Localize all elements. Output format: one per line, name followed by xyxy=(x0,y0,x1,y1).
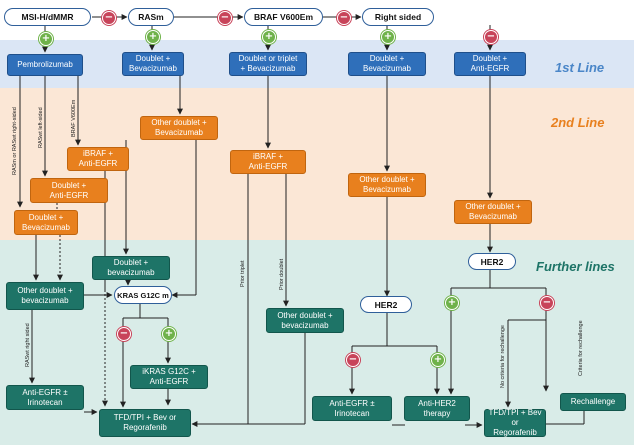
edge-label-raswt-right: RASwt right sided xyxy=(25,323,31,367)
her2-mid-node: HER2 xyxy=(360,296,412,313)
plus-sign: + xyxy=(431,353,445,367)
rasm-node: RASm xyxy=(128,8,174,26)
edge-label-no-criteria: No criteria for rechallenge xyxy=(500,325,506,388)
pembrolizumab-node: Pembrolizumab xyxy=(7,54,83,76)
plus-sign: + xyxy=(39,32,53,46)
tfd-tpi-left-node: TFD/TPI + Bev or Regorafenib xyxy=(99,409,191,437)
braf-v600em-node: BRAF V600Em xyxy=(244,8,323,26)
minus-sign: − xyxy=(346,353,360,367)
anti-egfr-irinotecan-mid-node: Anti-EGFR ± Irinotecan xyxy=(312,396,392,421)
ras-second-line-node: Other doublet + Bevacizumab xyxy=(140,116,218,140)
second-line-label: 2nd Line xyxy=(551,115,605,130)
further-lines-label: Further lines xyxy=(536,259,615,274)
doublet-bevacizumab-further-node: Doublet + bevacizumab xyxy=(92,256,170,280)
minus-sign: − xyxy=(218,11,232,25)
plus-sign: + xyxy=(262,30,276,44)
edge-label-criteria: Criteria for rechallenge xyxy=(578,320,584,376)
braf-first-line-node: Doublet or triplet + Bevacizumab xyxy=(229,52,307,76)
ibraf-anti-egfr-left-node: iBRAF + Anti-EGFR xyxy=(67,147,129,171)
minus-sign: − xyxy=(102,11,116,25)
first-line-band xyxy=(0,40,634,88)
first-line-label: 1st Line xyxy=(555,60,605,75)
doublet-anti-egfr-node: Doublet + Anti-EGFR xyxy=(30,178,108,203)
minus-sign: − xyxy=(117,327,131,341)
minus-sign: − xyxy=(484,30,498,44)
plus-sign: + xyxy=(381,30,395,44)
other-doublet-bevacizumab-left-node: Other doublet + bevacizumab xyxy=(6,282,84,310)
tfd-tpi-right-node: TFD/TPI + Bev or Regorafenib xyxy=(484,408,546,437)
ikras-anti-egfr-node: iKRAS G12C + Anti-EGFR xyxy=(130,365,208,389)
msi-h-dmmr-node: MSI-H/dMMR xyxy=(4,8,91,26)
edge-label-prior-triplet: Prior triplet xyxy=(240,260,246,287)
ibraf-anti-egfr-mid-node: iBRAF + Anti-EGFR xyxy=(230,150,306,174)
other-doublet-braf-node: Other doublet + bevacizumab xyxy=(266,308,344,333)
left-sided-second-line-node: Other doublet + Bevacizumab xyxy=(454,200,532,224)
edge-label-braf-v600em: BRAF V600Em xyxy=(71,99,77,137)
anti-egfr-irinotecan-left-node: Anti-EGFR ± Irinotecan xyxy=(6,385,84,410)
edge-label-prior-doublet: Prior doublet xyxy=(279,258,285,290)
edge-label-rasm-or-raswt-right: RASm or RASwt right-sided xyxy=(12,107,18,175)
minus-sign: − xyxy=(540,296,554,310)
plus-sign: + xyxy=(146,30,160,44)
right-sided-node: Right sided xyxy=(362,8,434,26)
ras-first-line-node: Doublet + Bevacizumab xyxy=(122,52,184,76)
her2-right-node: HER2 xyxy=(468,253,516,270)
doublet-bevacizumab-node: Doublet + Bevacizumab xyxy=(14,210,78,235)
right-sided-first-line-node: Doublet + Bevacizumab xyxy=(348,52,426,76)
rechallenge-node: Rechallenge xyxy=(560,393,626,411)
right-sided-second-line-node: Other doublet + Bevacizumab xyxy=(348,173,426,197)
left-sided-first-line-node: Doublet + Anti-EGFR xyxy=(454,52,526,76)
plus-sign: + xyxy=(445,296,459,310)
kras-g12c-node: KRAS G12C m xyxy=(114,286,172,304)
minus-sign: − xyxy=(337,11,351,25)
edge-label-raswt-left: RASwt left-sided xyxy=(38,107,44,148)
anti-her2-therapy-node: Anti-HER2 therapy xyxy=(404,396,470,421)
plus-sign: + xyxy=(162,327,176,341)
